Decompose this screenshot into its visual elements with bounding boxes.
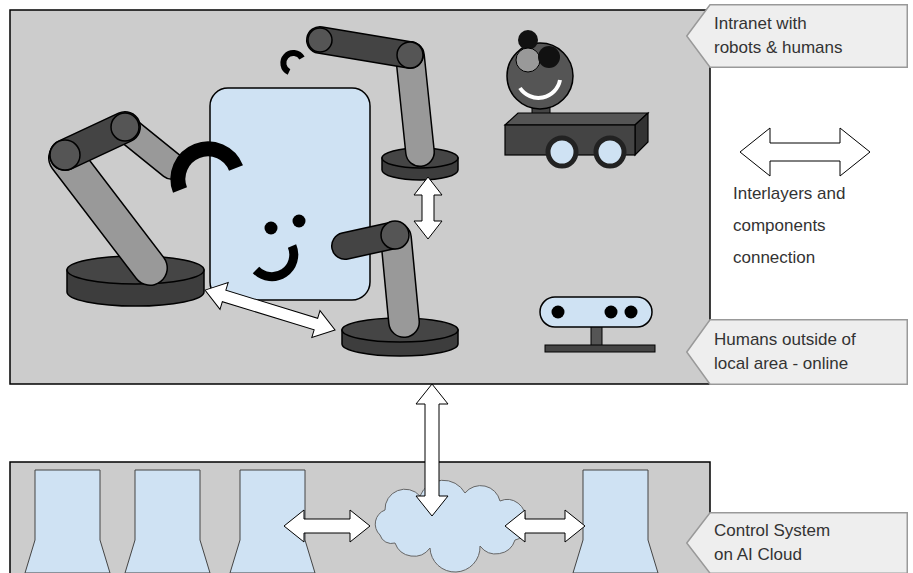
robot-arm [50,113,236,306]
camera-lens [625,306,638,319]
computer [25,470,110,573]
callout-text: Control System on AI Cloud [714,519,844,567]
arm-segment [66,158,150,268]
intranet-panel [10,10,710,384]
human-eye [293,215,306,228]
callout-outline [687,320,908,385]
arm-gripper [283,53,302,72]
callout-outline [687,5,908,68]
camera-body [540,297,652,327]
human-box [210,88,370,300]
double-arrow [416,384,448,516]
camera-stand [591,326,602,346]
mobile-robot [505,30,648,166]
arm-gripper [178,149,236,190]
double-arrow-shape [201,277,339,344]
camera-lens [552,306,565,319]
double-arrow-shape [505,510,585,542]
legend-item: Interlayers and components connection [733,178,873,274]
arm-joint [50,140,80,170]
robot-smile [520,80,560,98]
legend-text: Interlayers and components connection [733,178,873,274]
callout-outline [687,513,908,573]
camera-lens [605,306,618,319]
robot-arm [342,221,458,356]
computer [125,470,210,573]
computer [573,470,658,573]
callout-text: Humans outside of local area - online [714,328,864,376]
callout-shape [686,4,908,68]
robot-head [507,43,573,109]
cloud-panel [10,462,710,573]
double-arrow [505,510,585,542]
human-eye [265,222,278,235]
arm-joint [111,113,139,141]
robot-wheel [596,138,624,166]
double-arrow-shape [416,384,448,516]
arm-joint [397,42,423,68]
robot-antenna [518,30,538,50]
camera-base [545,345,655,352]
legend: Interlayers and components connection [733,178,873,274]
double-arrow [284,510,370,542]
arm-joint [308,28,332,52]
robot-cart-top [505,113,648,125]
callout-box: Control System on AI Cloud [686,512,908,573]
double-arrow [201,277,339,344]
callout-text: Intranet with robots & humans [714,12,854,60]
double-arrow [414,177,442,239]
double-arrow-shape [414,177,442,239]
robot-cart-side [635,113,648,155]
robot-eye [516,48,540,72]
arm-segment [410,56,420,152]
double-arrow-shape [284,510,370,542]
legend-arrow-shape [740,128,870,176]
arm-joint [381,221,409,249]
callout-box: Humans outside of local area - online [686,319,908,385]
robot-wheel [548,138,576,166]
human-smile [256,246,294,277]
robot-eye [538,46,560,68]
legend-arrow [740,128,870,176]
robot-arm [283,28,458,180]
arm-segment [396,238,404,322]
arm-outline [410,56,420,152]
arm-outline [66,158,150,268]
callout-shape [686,319,908,385]
callout-box: Intranet with robots & humans [686,4,908,68]
arm-outline [396,238,404,322]
cloud [375,480,526,572]
camera-device [540,297,655,352]
